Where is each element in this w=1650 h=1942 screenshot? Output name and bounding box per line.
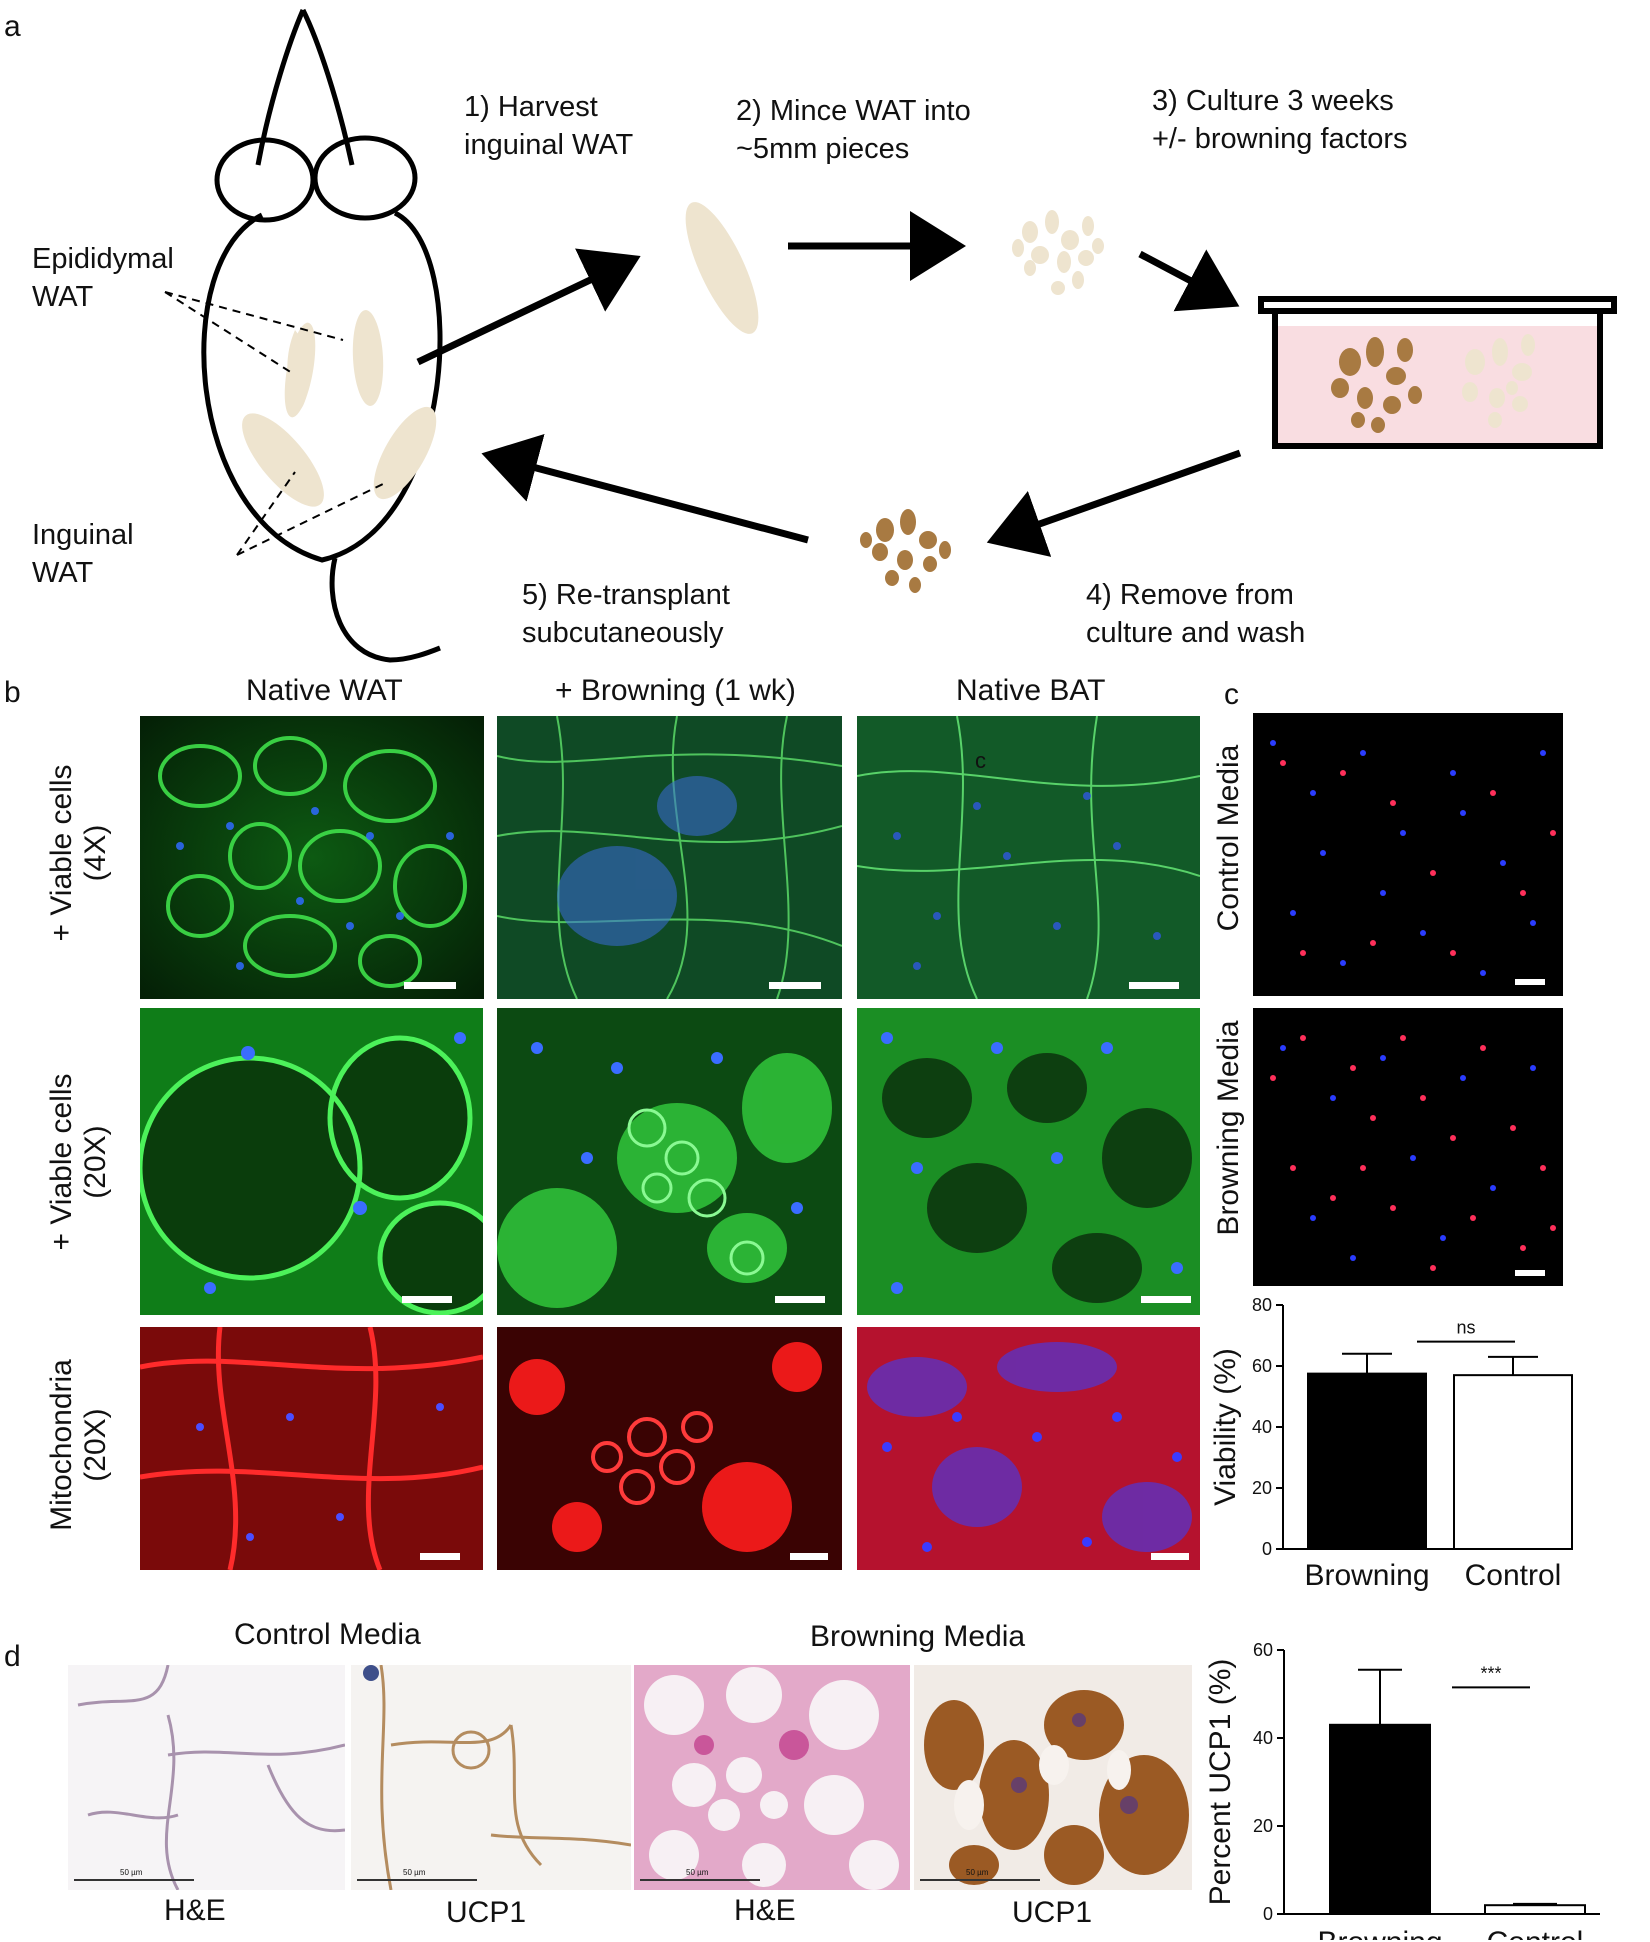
step-4-label: 4) Remove from culture and wash (1086, 579, 1306, 649)
process-arrows (416, 211, 1242, 557)
bar-control (1453, 1374, 1573, 1551)
step-2-label: 2) Mince WAT into ~5mm pieces (736, 95, 971, 165)
image-label-browning-media: Browning Media (1212, 1020, 1245, 1236)
x-category-label: Browning (1317, 1926, 1442, 1940)
bar-control (1484, 1904, 1586, 1916)
step-5-label: 5) Re-transplant subcutaneously (522, 579, 730, 649)
scale-bar-label: 50 µm (966, 1868, 989, 1877)
stain-label-browning-he: H&E (734, 1894, 796, 1927)
histology-control-he: 50 µm (68, 1665, 345, 1890)
panel-letter-a: a (4, 10, 21, 43)
row-label-mitochondria-20x: Mitochondria (20X) (45, 1359, 112, 1531)
x-category-label: Browning (1304, 1559, 1429, 1592)
micrograph-bat-viable-4x: c (857, 716, 1200, 999)
inset-letter: c (975, 748, 986, 773)
panel-letter-d: d (4, 1640, 21, 1673)
micrograph-browning-media-live-dead (1253, 1008, 1563, 1286)
column-header-native-wat: Native WAT (246, 674, 403, 707)
micrograph-wat-viable-4x (140, 716, 484, 999)
x-category-label: Control (1487, 1926, 1584, 1940)
stain-label-control-ucp1: UCP1 (446, 1896, 527, 1929)
histology-control-ucp1: 50 µm (351, 1665, 631, 1890)
stain-label-control-he: H&E (164, 1894, 226, 1927)
scale-bar-label: 50 µm (120, 1868, 143, 1877)
group-header-browning-media: Browning Media (810, 1620, 1026, 1653)
scale-bar-label: 50 µm (403, 1868, 426, 1877)
leader-lines (164, 291, 384, 556)
washed-browned-pieces (860, 509, 951, 593)
micrograph-bat-viable-20x (857, 1008, 1200, 1315)
row-label-viable-4x: + Viable cells (4X) (45, 764, 112, 942)
significance-label: ns (1456, 1318, 1475, 1338)
y-axis-label: Percent UCP1 (%) (1204, 1659, 1237, 1906)
schematic-diagram (164, 8, 1617, 663)
micrograph-wat-mitochondria-20x (140, 1327, 483, 1570)
micrograph-control-media-live-dead (1253, 713, 1563, 996)
y-tick-label: 20 (1252, 1478, 1272, 1498)
browned-pieces-in-dish (1331, 337, 1422, 433)
micrograph-browning-viable-4x (497, 716, 842, 999)
label-inguinal-wat: Inguinal WAT (32, 519, 134, 589)
step-1-label: 1) Harvest inguinal WAT (464, 91, 634, 161)
micrograph-bat-mitochondria-20x (857, 1327, 1200, 1570)
y-tick-label: 20 (1253, 1816, 1273, 1836)
culture-dish (1258, 296, 1617, 449)
bar-browning (1329, 1723, 1431, 1915)
harvested-wat (685, 202, 759, 334)
y-tick-label: 60 (1252, 1356, 1272, 1376)
micrograph-browning-mitochondria-20x (497, 1327, 842, 1570)
y-tick-label: 40 (1253, 1728, 1273, 1748)
group-header-control-media: Control Media (234, 1618, 421, 1651)
column-header-native-bat: Native BAT (956, 674, 1106, 707)
mouse-outline (201, 8, 443, 663)
step-3-label: 3) Culture 3 weeks +/- browning factors (1152, 85, 1408, 155)
histology-browning-he: 50 µm (634, 1665, 910, 1890)
white-pieces-in-dish (1462, 334, 1535, 428)
scale-bar-label: 50 µm (686, 1868, 709, 1877)
y-tick-label: 0 (1263, 1904, 1273, 1924)
minced-pieces (1012, 210, 1104, 295)
fat-depots (242, 310, 437, 507)
row-label-viable-20x: + Viable cells (20X) (45, 1073, 112, 1251)
x-category-label: Control (1465, 1559, 1562, 1592)
stain-label-browning-ucp1: UCP1 (1012, 1896, 1093, 1929)
image-label-control-media: Control Media (1212, 744, 1245, 932)
bar-browning (1307, 1372, 1427, 1550)
y-tick-label: 80 (1252, 1295, 1272, 1315)
panel-letter-b: b (4, 676, 21, 709)
y-tick-label: 40 (1252, 1417, 1272, 1437)
y-tick-label: 0 (1262, 1539, 1272, 1559)
micrograph-wat-viable-20x (140, 1008, 483, 1315)
y-tick-label: 60 (1253, 1640, 1273, 1660)
histology-browning-ucp1: 50 µm (914, 1665, 1192, 1890)
panel-letter-c: c (1224, 678, 1239, 711)
column-header-browning: + Browning (1 wk) (555, 674, 796, 707)
micrograph-browning-viable-20x (497, 1008, 842, 1315)
label-epididymal-wat: Epididymal WAT (32, 243, 174, 313)
y-axis-label: Viability (%) (1209, 1348, 1242, 1506)
significance-label: *** (1480, 1663, 1501, 1683)
